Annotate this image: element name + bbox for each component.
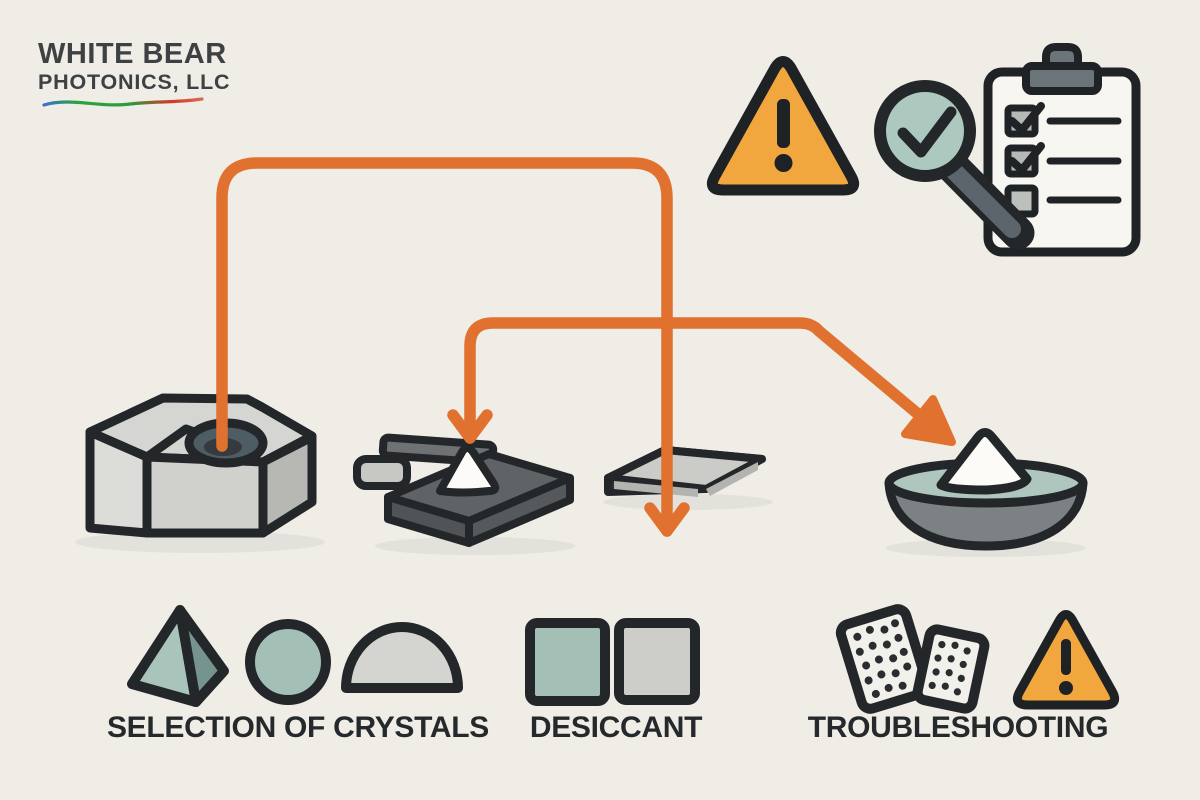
desiccant-squares-group	[525, 618, 700, 706]
checklist-row-1	[1004, 102, 1122, 138]
checklist-row-2	[1004, 142, 1122, 178]
powder-bowl-icon	[884, 428, 1088, 551]
powder-plate-icon	[353, 433, 574, 547]
flow-path-branch	[464, 317, 924, 444]
arrowhead-down-powder-plate	[447, 409, 493, 444]
round-crystal-icon	[245, 619, 331, 705]
desiccant-square-teal-icon	[525, 618, 610, 706]
dome-crystal-icon	[341, 622, 463, 693]
arrowhead-down-thin-plate	[644, 502, 690, 537]
brand-name-line1: WHITE BEAR	[38, 38, 227, 70]
warning-triangle-small-icon	[1012, 610, 1120, 710]
flow-arrows	[216, 157, 956, 537]
laser-source-machine-icon	[85, 393, 317, 538]
desiccant-packets-icon	[835, 604, 990, 714]
flow-path-main	[216, 157, 673, 537]
crystal-shapes-group	[127, 605, 463, 707]
arrowhead-diagonal-bowl	[901, 395, 956, 446]
magnifier-check-icon	[874, 80, 1035, 250]
thin-plate-icon	[604, 446, 766, 497]
warning-triangle-icon	[706, 56, 860, 196]
checklist-clipboard-icon	[983, 43, 1141, 257]
caption-troubleshooting: TROUBLESHOOTING	[807, 711, 1109, 744]
brand-logo: WHITE BEAR PHOTONICS, LLC	[38, 40, 230, 110]
caption-desiccant: DESICCANT	[529, 711, 703, 744]
desiccant-square-gray-icon	[614, 618, 700, 705]
pyramid-crystal-icon	[127, 605, 229, 707]
caption-selection-of-crystals: SELECTION OF CRYSTALS	[106, 711, 490, 744]
brand-swoosh	[42, 96, 204, 107]
brand-name-line2: PHOTONICS, LLC	[38, 70, 231, 94]
